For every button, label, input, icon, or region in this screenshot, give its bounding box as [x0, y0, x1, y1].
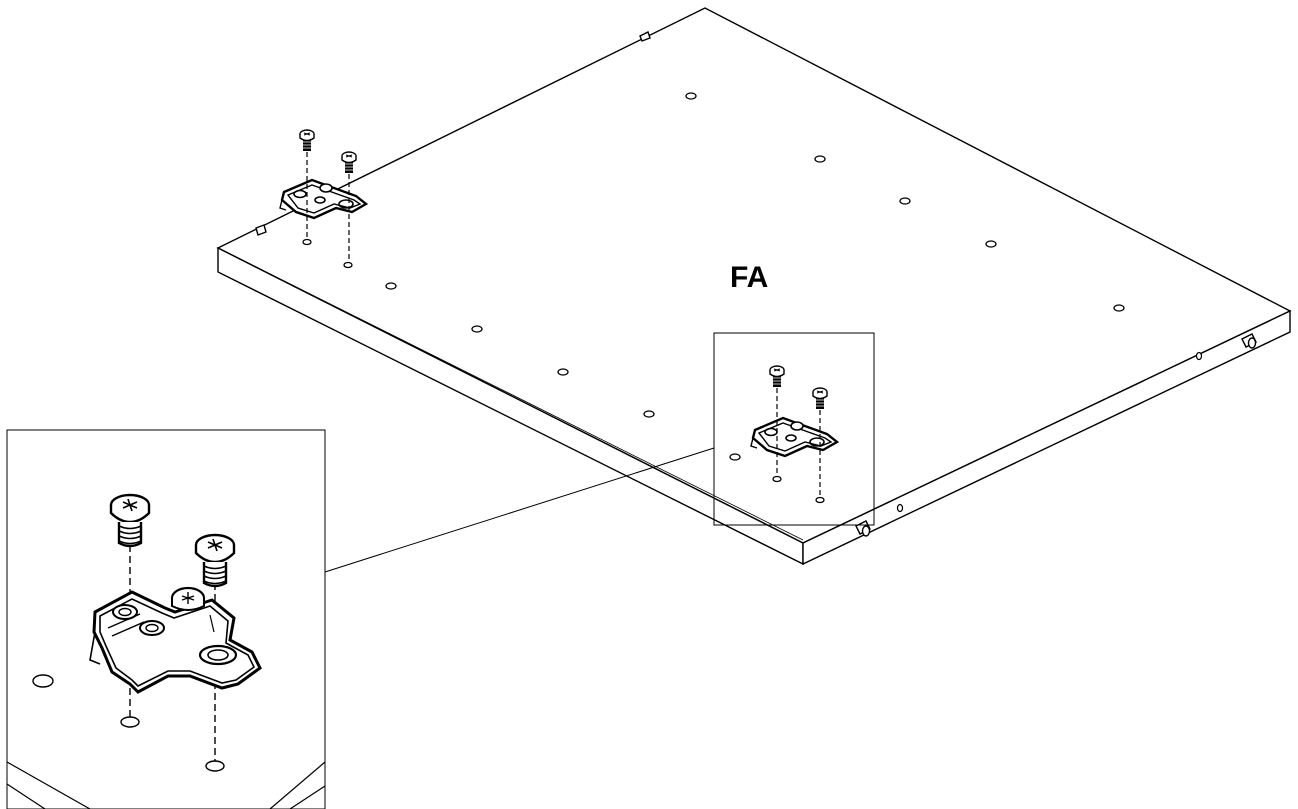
hinge-plate-assembly-right	[749, 365, 839, 497]
leader-line	[324, 447, 715, 573]
detail-hinge-plate	[89, 586, 262, 694]
dowel-pins	[255, 31, 1257, 537]
panel-right-edge	[802, 309, 1291, 566]
detail-view	[6, 429, 326, 809]
part-label: FA	[730, 261, 768, 294]
edge-holes	[896, 351, 1203, 513]
callout-box	[713, 332, 875, 526]
hinge-plate-assembly-left	[278, 129, 368, 263]
panel-holes	[302, 92, 1125, 504]
panel-fa: FA	[216, 7, 1292, 566]
